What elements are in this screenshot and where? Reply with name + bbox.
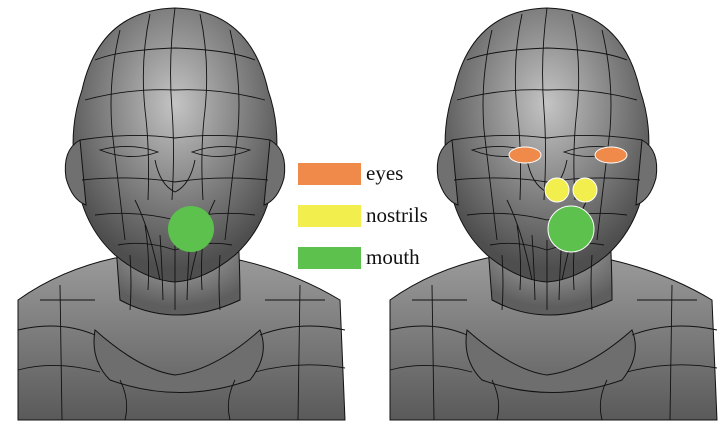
legend-label-eyes: eyes — [366, 161, 403, 185]
legend-swatch-mouth — [298, 247, 361, 269]
mouth-marker-left — [168, 206, 214, 252]
eye-marker-right — [595, 147, 627, 163]
mouth-marker-right — [548, 206, 594, 252]
legend-swatch-nostrils — [298, 205, 361, 227]
legend-label-nostrils: nostrils — [366, 203, 428, 227]
nostril-marker-left — [545, 178, 569, 202]
face-panel-right — [390, 8, 717, 420]
legend: eyes nostrils mouth — [298, 161, 428, 269]
face-panel-left — [18, 8, 345, 420]
legend-label-mouth: mouth — [366, 245, 420, 269]
eye-marker-left — [509, 147, 541, 163]
nostril-marker-right — [573, 178, 597, 202]
legend-swatch-eyes — [298, 163, 361, 185]
